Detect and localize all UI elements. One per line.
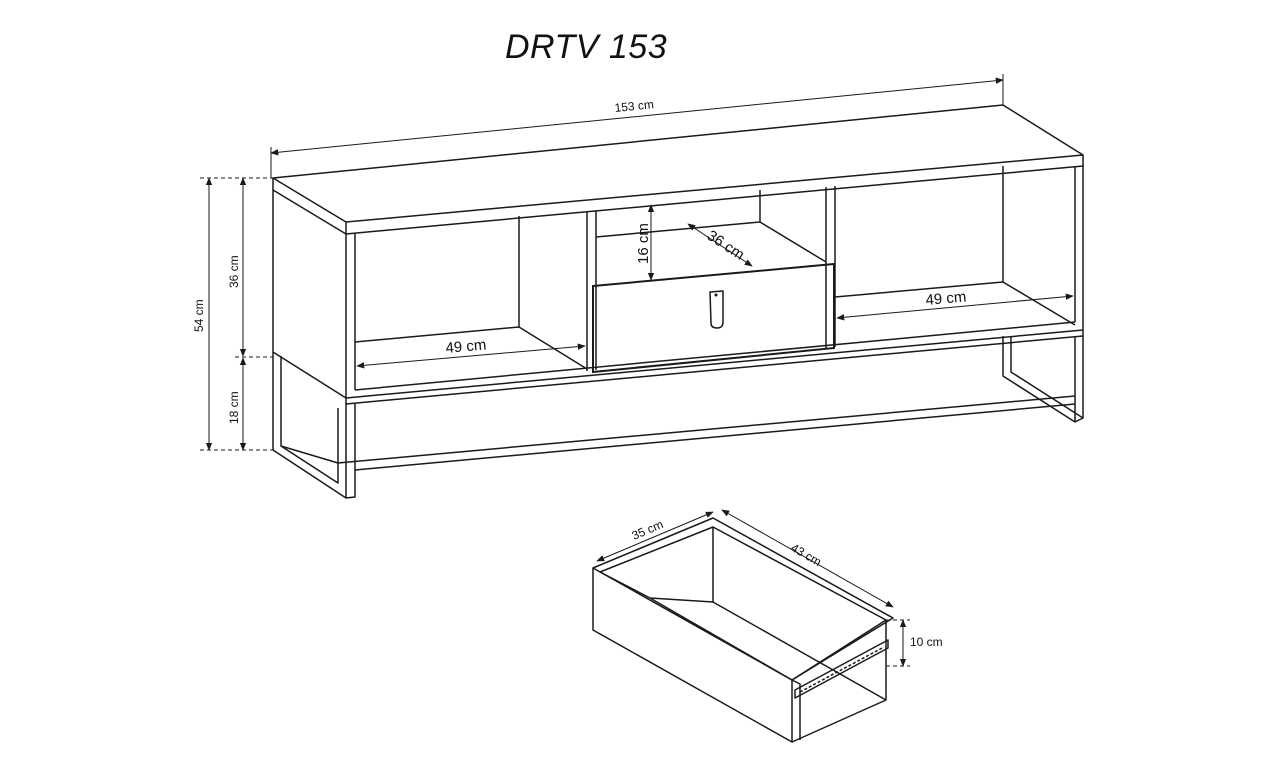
bottom-rail bbox=[280, 395, 1076, 471]
label-right-shelf-width: 49 cm bbox=[925, 288, 967, 308]
label-leg-height: 18 cm bbox=[227, 391, 241, 424]
leather-handle-icon bbox=[709, 290, 724, 329]
dimension-lines bbox=[200, 74, 1074, 451]
label-left-shelf-width: 49 cm bbox=[445, 336, 487, 356]
drawer-runner bbox=[794, 639, 889, 699]
label-total-height: 54 cm bbox=[192, 299, 206, 332]
label-total-width: 153 cm bbox=[614, 97, 655, 115]
left-metal-leg bbox=[272, 352, 356, 499]
label-upper-height: 36 cm bbox=[227, 255, 241, 288]
label-drawer-depth: 35 cm bbox=[630, 517, 666, 543]
product-title: DRTV 153 bbox=[505, 28, 668, 66]
label-drawer-height: 10 cm bbox=[910, 635, 943, 649]
top-board bbox=[272, 104, 1084, 223]
bottom-shelf bbox=[345, 321, 1084, 405]
label-niche-depth: 36 cm bbox=[704, 227, 748, 264]
drawer-detail bbox=[592, 509, 910, 743]
front-frame bbox=[345, 166, 1084, 399]
tv-stand bbox=[272, 104, 1084, 499]
left-side-panel bbox=[272, 190, 347, 399]
drawer-front bbox=[592, 262, 835, 374]
label-niche-height: 16 cm bbox=[635, 223, 652, 264]
label-drawer-width: 43 cm bbox=[789, 540, 824, 568]
